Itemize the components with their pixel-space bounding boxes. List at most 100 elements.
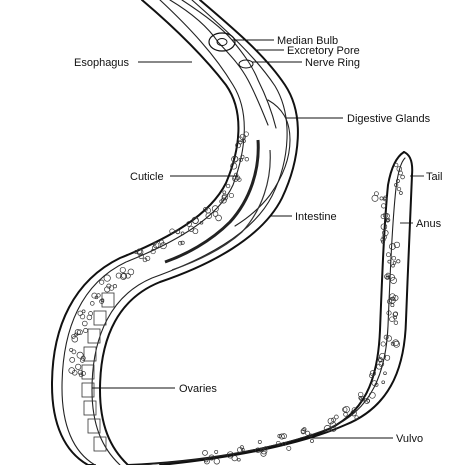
body-cell bbox=[79, 357, 85, 363]
body-cell bbox=[327, 417, 335, 425]
labels: Median Bulb Excretory Pore Nerve Ring Es… bbox=[74, 35, 443, 445]
intestine bbox=[164, 139, 260, 264]
body-cell bbox=[277, 433, 282, 439]
body-cell bbox=[302, 427, 307, 432]
ovary-cell bbox=[83, 400, 97, 416]
body-cell bbox=[91, 292, 98, 299]
body-cell bbox=[240, 154, 245, 159]
body-cell bbox=[136, 248, 143, 255]
label-digestive-glands: Digestive Glands bbox=[347, 113, 431, 125]
body-cell bbox=[112, 284, 117, 289]
body-cell bbox=[376, 363, 382, 370]
body-cell bbox=[386, 217, 391, 222]
body-cell bbox=[389, 243, 396, 250]
body-cell bbox=[99, 279, 105, 285]
label-vulvo: Vulvo bbox=[396, 433, 423, 445]
body-cell bbox=[379, 196, 384, 201]
body-cell bbox=[90, 301, 95, 306]
body-cell bbox=[159, 239, 165, 245]
body-cell bbox=[240, 447, 245, 452]
body-cell bbox=[82, 320, 88, 327]
body-cell bbox=[175, 229, 181, 235]
body-cell bbox=[86, 314, 93, 321]
body-cell bbox=[278, 433, 285, 440]
body-cell bbox=[381, 380, 385, 384]
body-cell bbox=[138, 253, 144, 260]
body-cell bbox=[393, 340, 400, 348]
label-cuticle: Cuticle bbox=[130, 171, 164, 183]
tail-cell bbox=[398, 170, 403, 176]
tail-cell bbox=[394, 182, 399, 188]
body-cell bbox=[205, 207, 211, 214]
tail-cell bbox=[400, 174, 405, 180]
body-cell bbox=[230, 162, 238, 170]
body-cell bbox=[310, 438, 314, 443]
body-cell bbox=[108, 285, 115, 291]
ovary-cell bbox=[93, 436, 107, 452]
body-cell bbox=[308, 433, 313, 438]
body-cell bbox=[180, 231, 185, 236]
body-cell bbox=[237, 457, 241, 462]
body-cell bbox=[94, 295, 99, 300]
body-cell bbox=[100, 298, 105, 303]
body-cell bbox=[386, 252, 391, 258]
body-inner-edge bbox=[99, 0, 299, 465]
body-cell bbox=[104, 286, 111, 293]
body-tail-inner bbox=[87, 151, 414, 465]
body-cell bbox=[239, 445, 245, 450]
body-cell bbox=[77, 369, 84, 376]
label-nerve-ring: Nerve Ring bbox=[305, 57, 360, 69]
ovary-cells bbox=[81, 292, 115, 452]
ovary-cell bbox=[81, 382, 95, 398]
body-cell bbox=[180, 240, 185, 245]
body-cell bbox=[243, 131, 249, 137]
body-cell bbox=[202, 450, 208, 456]
body-cell bbox=[329, 421, 337, 429]
body-cell bbox=[390, 276, 397, 284]
ovary-cell bbox=[87, 418, 101, 434]
body-cell bbox=[381, 234, 387, 240]
body-cell bbox=[379, 352, 386, 360]
ovary-cell bbox=[87, 328, 101, 344]
body-cell bbox=[76, 351, 84, 359]
body-cell bbox=[383, 371, 387, 375]
body-cell bbox=[374, 191, 379, 197]
cuticle-line-inner-left bbox=[61, 0, 245, 465]
body-cell bbox=[78, 372, 84, 378]
body-cell bbox=[127, 268, 135, 276]
body-cell bbox=[389, 293, 396, 300]
body-cell bbox=[368, 391, 376, 399]
body-cell bbox=[369, 373, 374, 378]
body-cell bbox=[235, 142, 241, 149]
body-cell bbox=[81, 371, 86, 376]
body-cell bbox=[159, 242, 167, 250]
body-cell bbox=[275, 440, 281, 446]
body-cell bbox=[389, 316, 395, 322]
body-cell bbox=[208, 454, 215, 461]
body-cell bbox=[238, 140, 243, 145]
body-cell bbox=[260, 447, 268, 455]
esophagus-tube bbox=[169, 0, 269, 126]
body-cell bbox=[393, 241, 401, 249]
body-cell bbox=[380, 341, 386, 347]
body-cell bbox=[237, 136, 244, 142]
body-cell bbox=[305, 430, 311, 436]
body-cell bbox=[387, 259, 392, 264]
body-cell bbox=[74, 329, 81, 336]
body-cell bbox=[212, 211, 219, 217]
body-cell bbox=[134, 249, 139, 255]
body-cell bbox=[382, 229, 389, 237]
body-cell bbox=[390, 296, 396, 302]
body-cell bbox=[83, 328, 89, 333]
body-cells bbox=[68, 131, 405, 465]
body-cell bbox=[281, 433, 287, 439]
body-cell bbox=[392, 339, 400, 347]
median-bulb-valve bbox=[216, 38, 228, 46]
body-cell bbox=[385, 335, 392, 342]
body-cell bbox=[354, 415, 359, 420]
body-cell bbox=[383, 195, 388, 200]
body-cell bbox=[358, 391, 364, 398]
median-bulb bbox=[208, 32, 236, 52]
body-cell bbox=[145, 255, 151, 261]
